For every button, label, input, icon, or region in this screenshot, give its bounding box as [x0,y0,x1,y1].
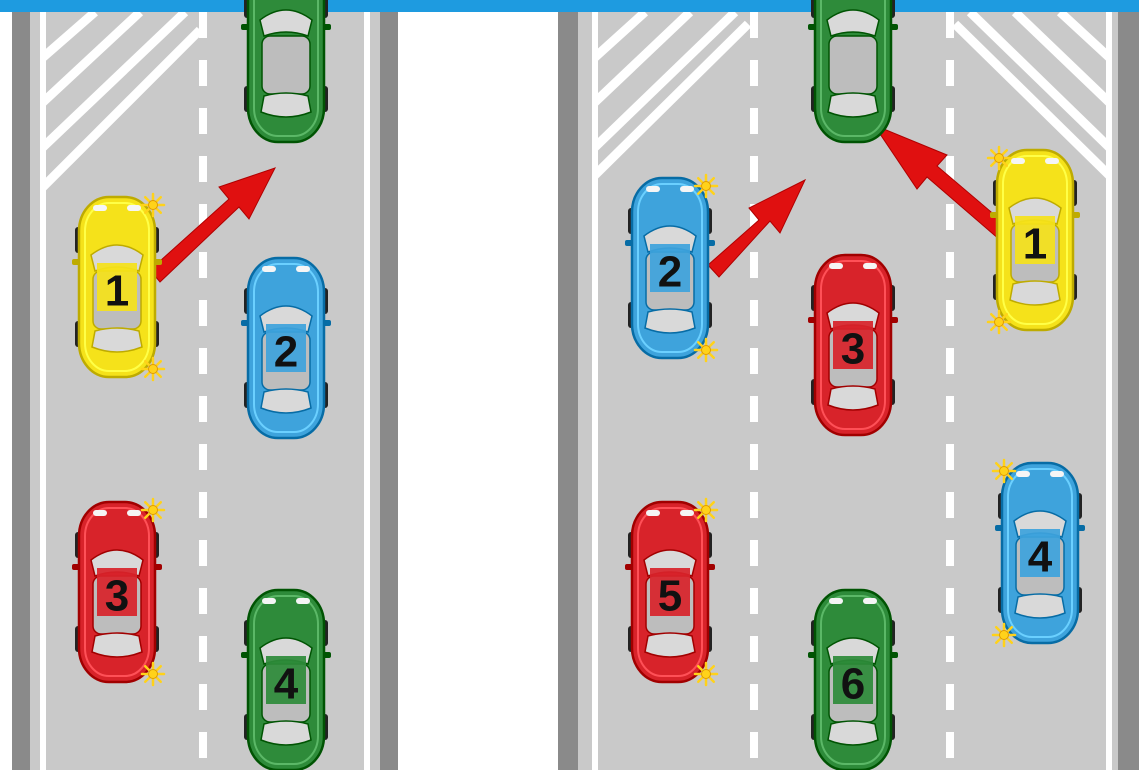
turn-signal-icon [695,499,717,521]
car-left-car-1: 1 [72,194,164,380]
turn-signal-icon [142,663,164,685]
turn-signal-icon [988,311,1010,333]
headlight-icon [863,263,877,269]
turn-signal-icon [142,499,164,521]
headlight-icon [829,598,843,604]
rear-window-icon [1010,281,1060,305]
right-road-outer-curb [1115,12,1139,770]
headlight-icon [1016,471,1030,477]
car-left-car-4: 4 [241,590,331,770]
turn-signal-icon [993,460,1015,482]
car-number-label: 6 [841,660,865,709]
car-number-label: 3 [105,572,129,621]
car-right-car-1: 1 [988,147,1080,333]
turn-signal-icon [695,175,717,197]
turn-signal-icon [695,339,717,361]
car-number-label: 1 [1023,220,1047,269]
headlight-icon [262,598,276,604]
car-left-car-2: 2 [241,258,331,438]
headlight-icon [127,510,141,516]
headlight-icon [93,510,107,516]
car-right-car-5: 5 [625,499,717,685]
rear-window-icon [261,389,311,413]
rear-window-icon [645,633,695,657]
headlight-icon [262,266,276,272]
turn-signal-icon [142,194,164,216]
headlight-icon [296,266,310,272]
rear-window-icon [828,721,878,745]
turn-signal-icon [695,663,717,685]
left-road [12,12,398,770]
right-road-inner-curb [558,12,580,770]
headlight-icon [93,205,107,211]
car-number-label: 3 [841,325,865,374]
car-right-car-6: 6 [808,590,898,770]
left-road-edge-line-right [364,12,370,770]
headlight-icon [127,205,141,211]
rear-window-icon [828,386,878,410]
headlight-icon [680,510,694,516]
headlight-icon [296,598,310,604]
roof-icon [829,36,877,94]
rear-window-icon [828,93,878,117]
headlight-icon [646,510,660,516]
right-road-edge-line-right [1106,12,1112,770]
rear-window-icon [645,309,695,333]
car-number-label: 4 [1028,533,1053,582]
car-right-car-3: 3 [808,255,898,435]
headlight-icon [829,263,843,269]
car-number-label: 4 [274,660,299,709]
car-number-label: 2 [274,328,298,377]
headlight-icon [680,186,694,192]
headlight-icon [863,598,877,604]
top-band [0,0,1139,12]
headlight-icon [646,186,660,192]
turn-signal-icon [988,147,1010,169]
car-left-car-top-green [241,0,331,142]
roof-icon [262,36,310,94]
turn-signal-icon [993,624,1015,646]
median [398,12,558,770]
rear-window-icon [92,633,142,657]
left-road-edge-line-left [40,12,46,770]
right-road-edge-line-left [592,12,598,770]
rear-window-icon [261,721,311,745]
rear-window-icon [1015,594,1065,618]
car-left-car-3: 3 [72,499,164,685]
car-number-label: 5 [658,572,682,621]
car-number-label: 1 [105,267,129,316]
car-right-car-top-green [808,0,898,142]
rear-window-icon [92,328,142,352]
rear-window-icon [261,93,311,117]
car-number-label: 2 [658,248,682,297]
headlight-icon [1050,471,1064,477]
headlight-icon [1011,158,1025,164]
car-right-car-4: 4 [993,460,1085,646]
headlight-icon [1045,158,1059,164]
turn-signal-icon [142,358,164,380]
car-right-car-2: 2 [625,175,717,361]
